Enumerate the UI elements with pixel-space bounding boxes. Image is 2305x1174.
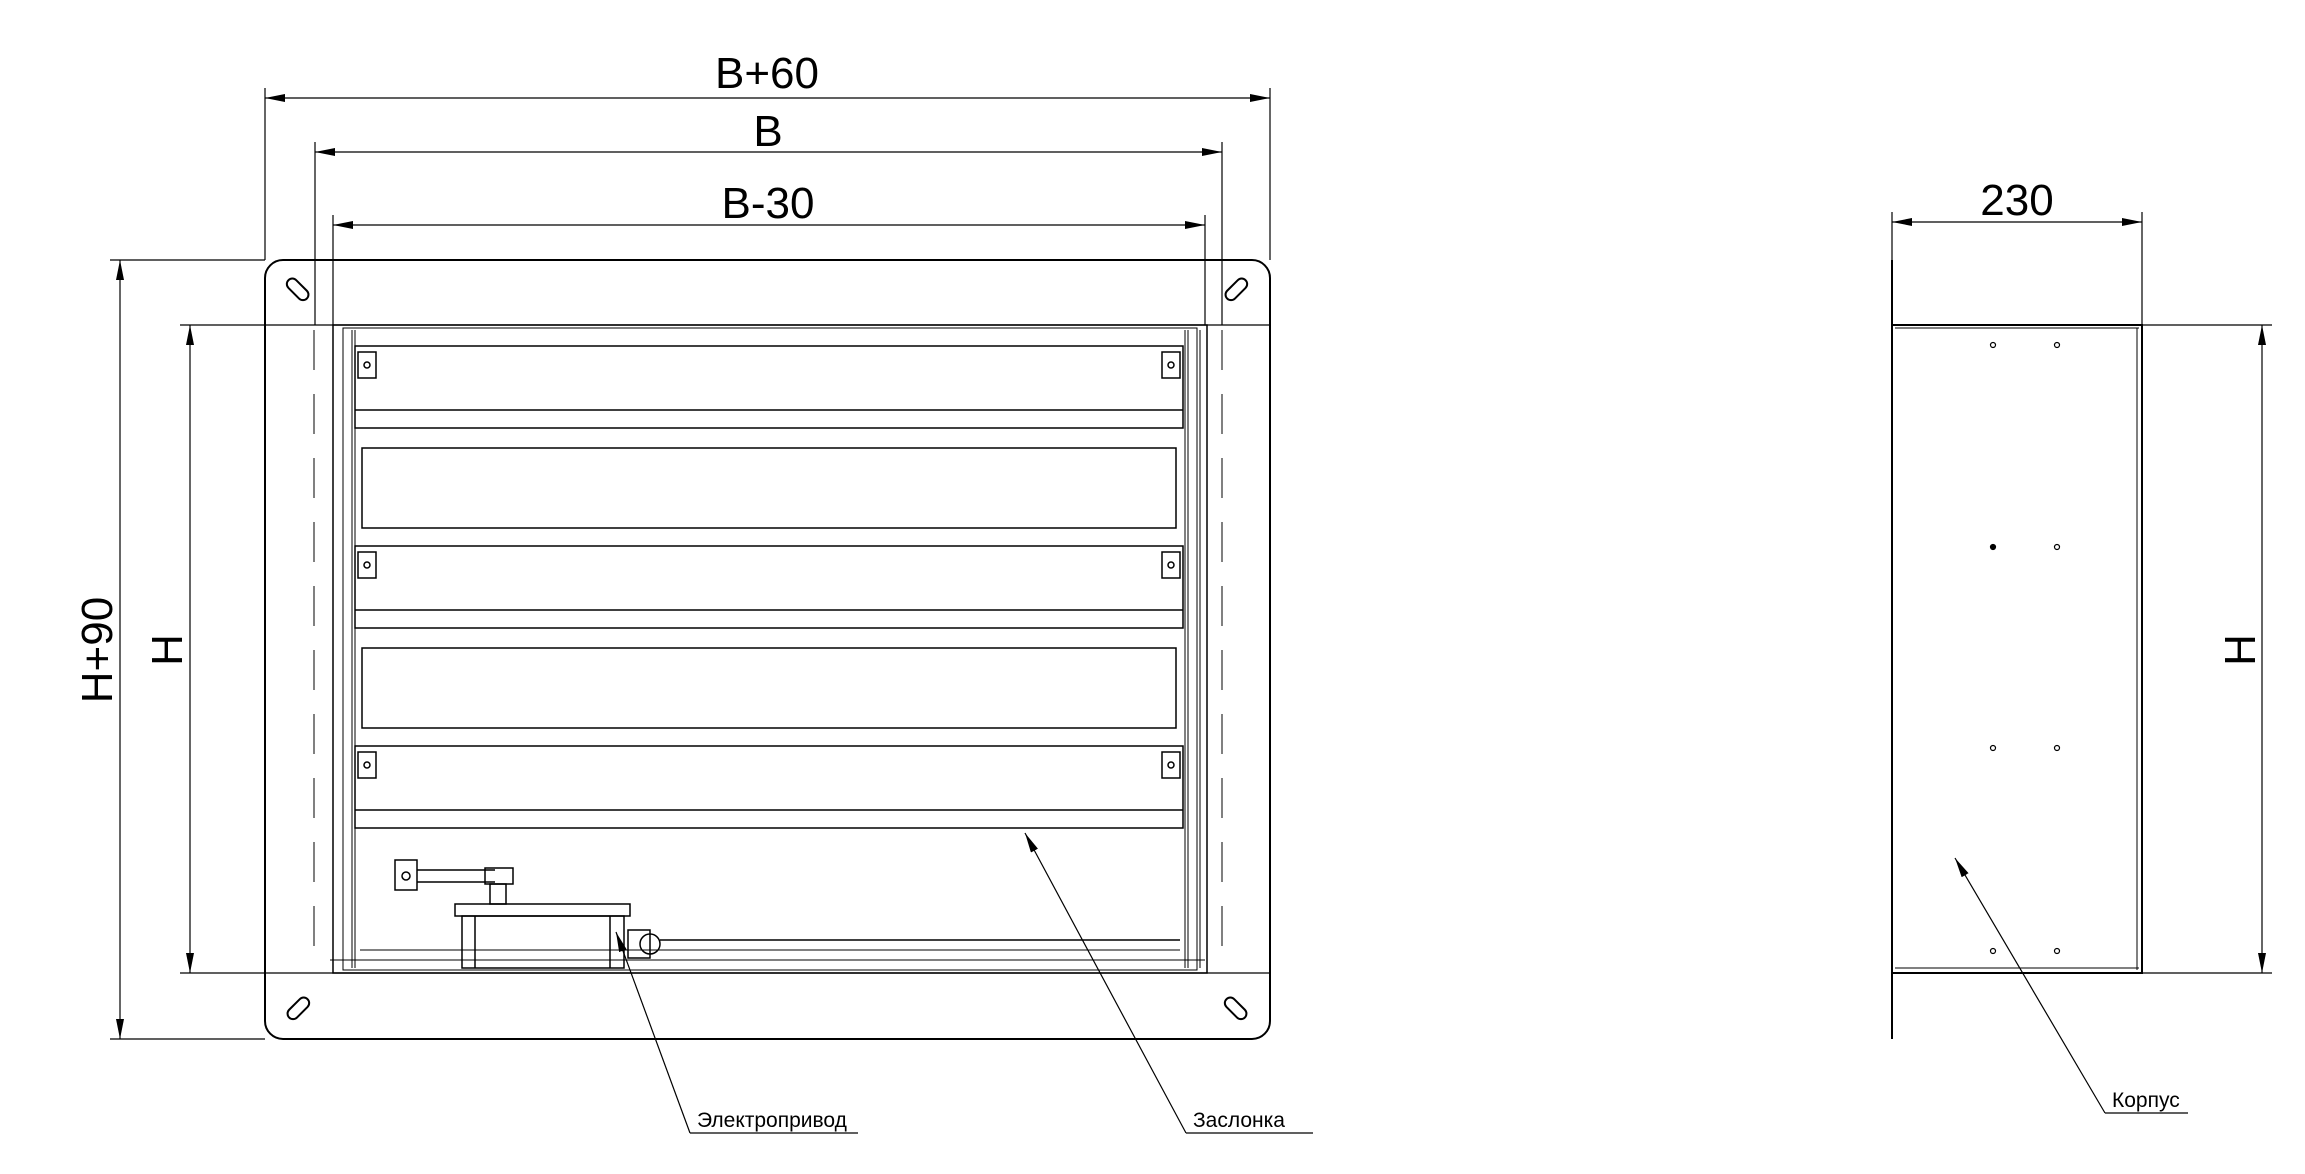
dim-height-side: H xyxy=(2216,634,2265,666)
front-view xyxy=(264,259,1271,1040)
label-actuator: Электропривод xyxy=(697,1109,847,1132)
front-leaders xyxy=(615,832,1313,1134)
dim-width-inner: B-30 xyxy=(722,179,815,228)
leader-actuator xyxy=(615,931,691,1134)
label-housing: Корпус xyxy=(2112,1089,2180,1112)
front-dimensions xyxy=(110,88,1271,1040)
dim-width-body: B xyxy=(753,107,782,156)
leader-housing xyxy=(1954,857,2106,1114)
dim-height-body: H xyxy=(143,634,192,666)
side-rails xyxy=(330,330,1205,968)
leader-damper xyxy=(1024,832,1187,1134)
body-frame xyxy=(332,324,1208,974)
flange-dash-lines xyxy=(313,330,1223,970)
side-view xyxy=(1891,260,2143,1039)
damper-blades xyxy=(354,345,1184,829)
actuator xyxy=(394,859,1180,969)
flange-outline xyxy=(264,259,1271,1040)
dim-depth: 230 xyxy=(1980,176,2053,225)
side-body xyxy=(1891,324,2143,974)
side-leaders xyxy=(1954,857,2188,1114)
dim-height-flange: H+90 xyxy=(73,597,122,703)
label-damper: Заслонка xyxy=(1193,1109,1285,1132)
dim-width-flange: B+60 xyxy=(715,49,819,98)
body-inner-frame xyxy=(342,327,1198,971)
side-dimensions xyxy=(1891,212,2272,974)
blade-brackets xyxy=(357,351,1181,779)
flange-slots xyxy=(285,277,1249,1021)
side-rivets xyxy=(1989,341,2061,955)
